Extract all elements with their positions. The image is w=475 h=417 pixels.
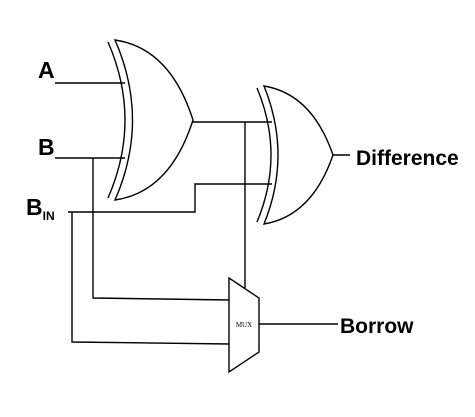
- xor-gate-2-body: [262, 85, 334, 225]
- mux-body: [228, 276, 260, 374]
- output-borrow-label: Borrow: [340, 315, 414, 338]
- xor-gate-2-input-curve: [256, 87, 272, 223]
- mux-label: MUX: [236, 321, 252, 329]
- xor-gate-1-input-curve: [107, 41, 126, 199]
- input-bin-label: BIN: [26, 194, 55, 223]
- output-difference-label: Difference: [356, 147, 459, 170]
- wire-bin-to-xor2: [68, 183, 272, 213]
- wire-b-to-mux: [92, 158, 231, 301]
- input-b-label: B: [38, 134, 55, 160]
- input-bin-main: B: [26, 194, 43, 220]
- input-a-label: A: [38, 57, 55, 83]
- xor-gate-1: [107, 39, 194, 201]
- input-bin-subscript: IN: [43, 209, 55, 223]
- xor-gate-1-body: [113, 39, 194, 201]
- xor-gate-2: [256, 85, 334, 225]
- mux-block: MUX: [228, 276, 260, 374]
- wire-bin-to-mux: [71, 212, 231, 345]
